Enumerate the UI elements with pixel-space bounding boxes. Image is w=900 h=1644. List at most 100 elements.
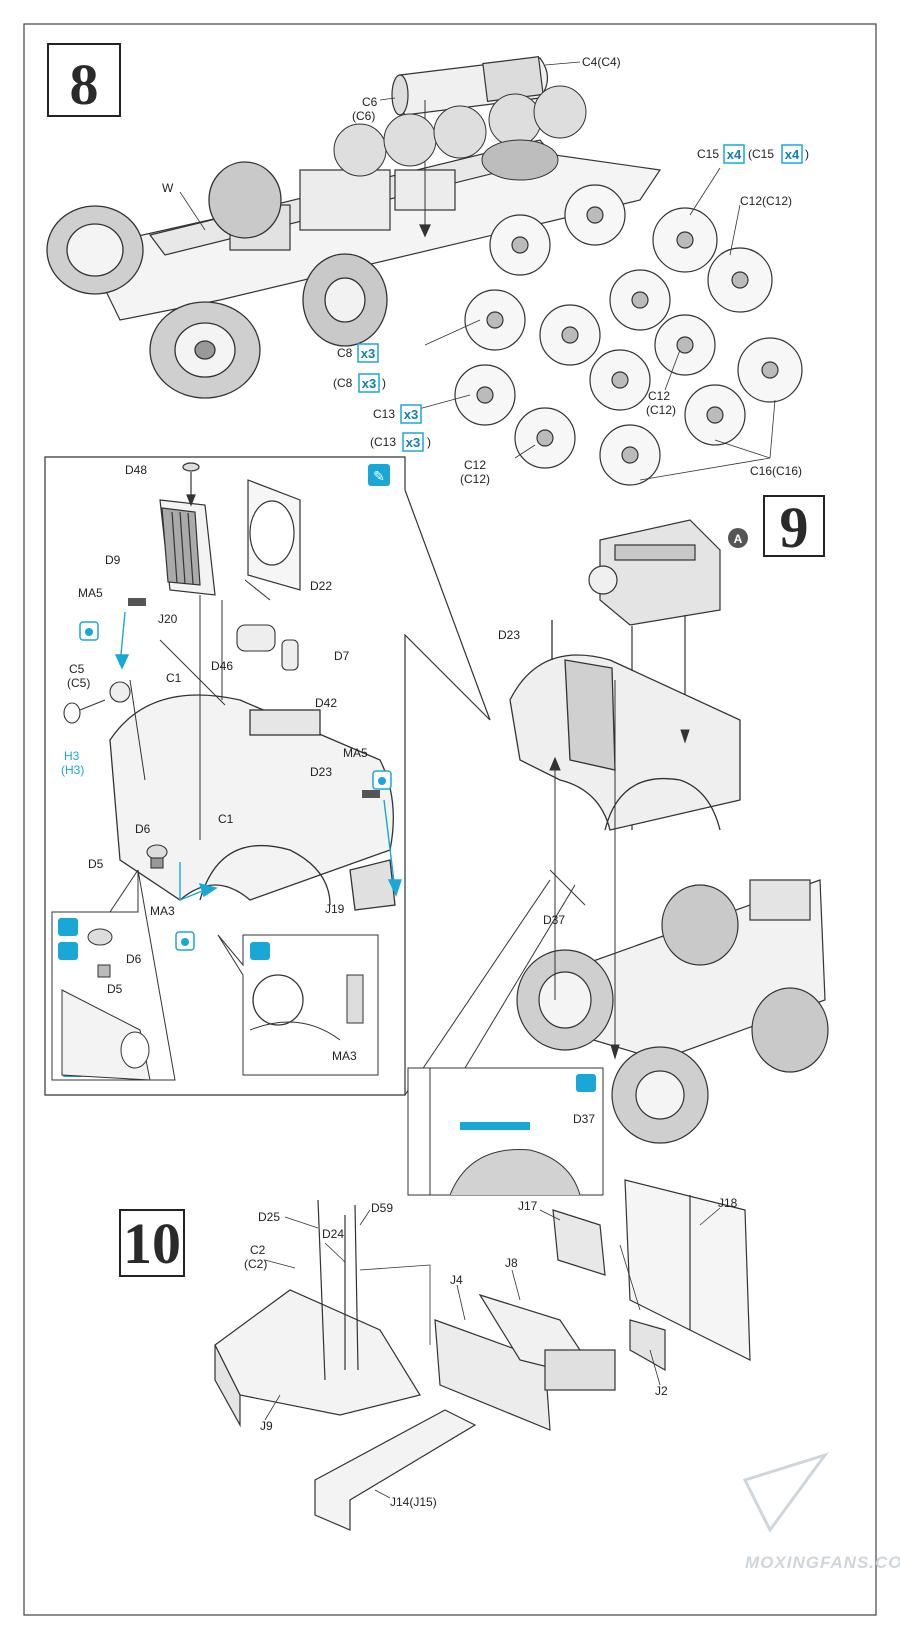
step-8: 8	[46, 43, 809, 486]
label-c6: C6	[362, 95, 378, 109]
mult-badge-x3-c	[400, 404, 422, 424]
shroud-d22	[247, 479, 301, 591]
label-d23-b: D23	[498, 628, 520, 642]
mult-x3-a: x3	[361, 346, 375, 361]
label-c8-close: )	[382, 376, 386, 390]
label-ma5-a: MA5	[78, 586, 103, 600]
step-8-number: 8	[70, 52, 99, 117]
label-c12-mid: C12	[648, 389, 670, 403]
parts-d46-d7	[236, 624, 299, 671]
label-d23-a: D23	[310, 765, 332, 779]
label-c15: C15	[697, 147, 719, 161]
label-d22: D22	[310, 579, 332, 593]
leader-lines-8	[179, 61, 776, 481]
label-j9: J9	[260, 1419, 273, 1433]
radiator-d9	[159, 462, 216, 596]
label-c1-b: C1	[218, 812, 234, 826]
glue-icon	[368, 464, 390, 486]
label-d59: D59	[371, 1201, 393, 1215]
label-c2: C2	[250, 1243, 266, 1257]
chassis-roadwheels-8	[333, 85, 587, 181]
leader-lines-10	[264, 1207, 721, 1499]
label-c6-paren: (C6)	[352, 109, 375, 123]
mult-x3-d: x3	[406, 435, 420, 450]
label-c12-low-paren: (C12)	[460, 472, 490, 486]
step-9-box	[763, 495, 825, 557]
label-j20: J20	[158, 612, 178, 626]
label-j18: J18	[718, 1196, 738, 1210]
label-c12-mid-paren: (C12)	[646, 403, 676, 417]
black-arrows	[79, 579, 271, 840]
fender-detail-panel: ✎	[44, 456, 491, 1096]
label-d48: D48	[125, 463, 147, 477]
label-j17: J17	[518, 1199, 538, 1213]
label-d5-a: D5	[88, 857, 104, 871]
label-c5: C5	[69, 662, 85, 676]
chassis-9	[516, 879, 829, 1144]
step-9-number: 9	[780, 495, 809, 560]
label-d6-a: D6	[135, 822, 151, 836]
label-c15-paren: (C15	[748, 147, 774, 161]
label-d24: D24	[322, 1227, 344, 1241]
glue-icon-glyph: ✎	[373, 468, 385, 484]
label-h3-paren: (H3)	[61, 763, 84, 777]
callout-a-label: A	[734, 532, 743, 546]
label-c4: C4(C4)	[582, 55, 621, 69]
page-border	[23, 23, 877, 1616]
label-j19: J19	[325, 902, 345, 916]
label-c12-top: C12(C12)	[740, 194, 792, 208]
step-9-arrows	[404, 680, 690, 1096]
label-ma3-a: MA3	[150, 904, 175, 918]
mult-badge-x4	[723, 144, 745, 164]
label-d37-b: D37	[573, 1112, 595, 1126]
label-c2-paren: (C2)	[244, 1257, 267, 1271]
label-d37-a: D37	[543, 913, 565, 927]
label-c13-close: )	[427, 435, 431, 449]
label-c12-low: C12	[464, 458, 486, 472]
label-w: W	[162, 181, 174, 195]
label-d42: D42	[315, 696, 337, 710]
mult-badge-x3-a	[357, 343, 379, 363]
label-d7: D7	[334, 649, 350, 663]
label-h3: H3	[64, 749, 80, 763]
blue-guides	[114, 611, 402, 902]
label-d9: D9	[105, 553, 121, 567]
step-10-number: 10	[123, 1211, 181, 1276]
glue-markers	[79, 621, 392, 951]
mult-x3-b: x3	[362, 376, 376, 391]
step-10: 10	[119, 1179, 751, 1531]
label-d6-b: D6	[126, 952, 142, 966]
drive-sprockets-8	[208, 161, 388, 347]
label-j14: J14(J15)	[390, 1495, 437, 1509]
label-c8-paren: (C8	[333, 376, 353, 390]
body-parts-10	[214, 1179, 751, 1531]
label-c13-paren: (C13	[370, 435, 396, 449]
inset-d37	[407, 884, 604, 1196]
watermark-text: MOXINGFANS.COM	[745, 1553, 900, 1572]
ma5-strips	[128, 598, 380, 798]
inset-lamp-mount	[51, 869, 176, 1081]
watermark: MOXINGFANS.COM	[742, 1452, 900, 1572]
callout-a	[728, 528, 748, 548]
step-9: 9 A	[404, 495, 829, 1196]
paper-plane-logo	[742, 1452, 829, 1533]
label-d25: D25	[258, 1210, 280, 1224]
lamp-d6	[63, 681, 168, 869]
label-j4: J4	[450, 1273, 463, 1287]
label-d5-b: D5	[107, 982, 123, 996]
inset-ma3	[217, 934, 379, 1076]
mult-badge-x4-b	[781, 144, 803, 164]
mult-x4-b: x4	[785, 147, 800, 162]
label-ma3-b: MA3	[332, 1049, 357, 1063]
exploded-roadwheels-8	[454, 184, 803, 486]
mult-badge-x3-b	[358, 373, 380, 393]
mult-x4-a: x4	[727, 147, 742, 162]
label-c1-a: C1	[166, 671, 182, 685]
label-c16: C16(C16)	[750, 464, 802, 478]
mult-badge-x3-d	[402, 432, 424, 452]
label-j8: J8	[505, 1256, 518, 1270]
step-10-box	[119, 1209, 185, 1277]
label-c13: C13	[373, 407, 395, 421]
